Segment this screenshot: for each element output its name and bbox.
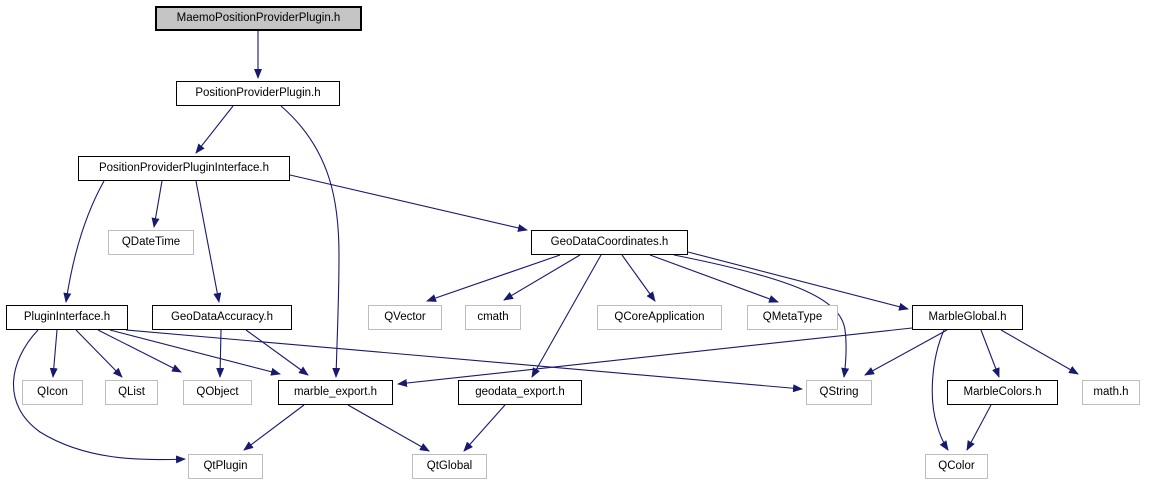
- node-qobject: QObject: [183, 380, 252, 405]
- node-maemo: MaemoPositionProviderPlugin.h: [155, 6, 362, 31]
- node-geodataaccuracy[interactable]: GeoDataAccuracy.h: [152, 305, 292, 330]
- edge-geodataaccuracy-marble_export: [245, 329, 309, 376]
- edge-marble_export-qtglobal: [347, 404, 430, 452]
- node-geodatacoordinates[interactable]: GeoDataCoordinates.h: [531, 230, 688, 255]
- node-pppi[interactable]: PositionProviderPluginInterface.h: [78, 156, 290, 181]
- node-geodata_export[interactable]: geodata_export.h: [458, 380, 582, 405]
- node-qstring: QString: [806, 380, 872, 405]
- edge-geodatacoordinates-marbleglobal: [687, 251, 909, 311]
- edge-marblecolors-qcolor: [966, 404, 992, 451]
- edge-pppi-geodataaccuracy: [195, 180, 222, 303]
- edge-geodatacoordinates-qstring: [673, 254, 850, 378]
- edge-geodatacoordinates-qmetatype: [649, 254, 779, 303]
- node-qtglobal: QtGlobal: [412, 454, 487, 479]
- edge-plugininterface-qicon: [49, 329, 58, 378]
- edge-marbleglobal-marblecolors: [980, 329, 1000, 378]
- edge-marbleglobal-qcolor: [931, 329, 949, 451]
- edge-plugininterface-qobject: [97, 329, 182, 373]
- node-math_h: math.h: [1082, 380, 1140, 405]
- edge-geodatacoordinates-qvector: [426, 254, 561, 302]
- edge-marble_export-qtplugin: [243, 404, 305, 451]
- edge-plugininterface-qtplugin: [12, 329, 186, 464]
- edge-plugininterface-marble_export: [109, 329, 281, 376]
- node-qvector: QVector: [368, 305, 442, 330]
- edge-geodata_export-qtglobal: [463, 404, 506, 452]
- edge-pppi-plugininterface: [63, 180, 105, 303]
- edge-pppi-qdatetime: [151, 180, 163, 228]
- edge-plugininterface-qlist: [75, 329, 123, 378]
- node-plugininterface[interactable]: PluginInterface.h: [6, 305, 128, 330]
- node-ppp[interactable]: PositionProviderPlugin.h: [176, 81, 340, 106]
- node-qlist: QList: [105, 380, 158, 405]
- node-qmetatype: QMetaType: [747, 305, 838, 330]
- node-qicon: QIcon: [22, 380, 83, 405]
- node-qcoreapplication: QCoreApplication: [597, 305, 722, 330]
- edge-geodatacoordinates-geodata_export: [531, 254, 602, 378]
- node-marbleglobal[interactable]: MarbleGlobal.h: [912, 305, 1023, 330]
- edge-marbleglobal-qstring: [864, 329, 948, 376]
- node-cmath: cmath: [465, 305, 521, 330]
- edge-marbleglobal-marble_export: [397, 327, 913, 388]
- edge-geodatacoordinates-cmath: [503, 254, 581, 301]
- node-qcolor: QColor: [925, 454, 988, 479]
- edge-pppi-geodatacoordinates: [289, 174, 528, 232]
- edge-ppp-marble_export: [280, 105, 341, 378]
- node-qdatetime: QDateTime: [108, 230, 194, 255]
- edge-geodataaccuracy-qobject: [216, 329, 225, 378]
- edge-marbleglobal-math_h: [1000, 329, 1079, 375]
- edge-ppp-pppi: [195, 105, 234, 154]
- edge-geodatacoordinates-qcoreapplication: [621, 254, 656, 302]
- edge-plugininterface-qstring: [125, 329, 803, 393]
- node-marble_export[interactable]: marble_export.h: [278, 380, 393, 405]
- node-qtplugin: QtPlugin: [188, 454, 263, 479]
- node-marblecolors[interactable]: MarbleColors.h: [947, 380, 1058, 405]
